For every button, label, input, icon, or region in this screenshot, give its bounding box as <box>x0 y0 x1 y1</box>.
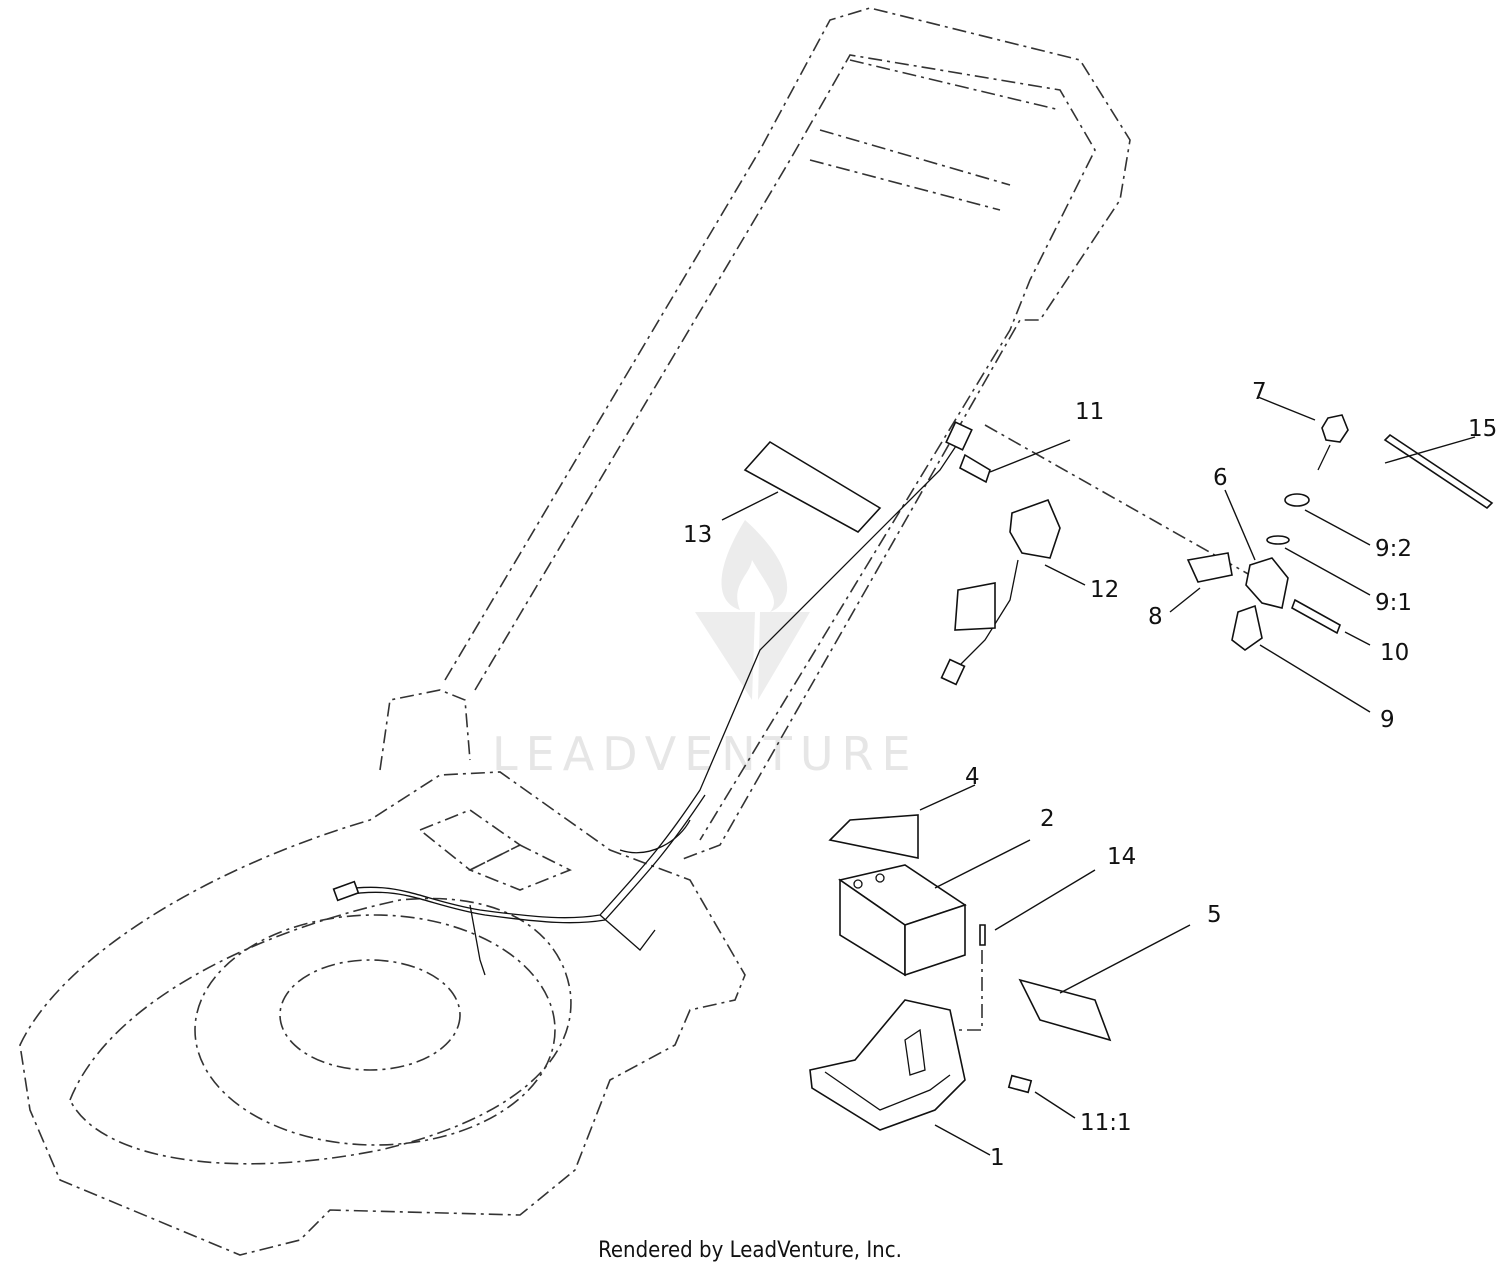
callout-label-4: 4 <box>965 764 980 790</box>
part-9-switch <box>1231 604 1263 651</box>
callout-label-1: 1 <box>990 1145 1005 1171</box>
watermark-flame-icon <box>721 520 788 612</box>
part-2-battery <box>838 864 967 977</box>
callout-label-11: 11 <box>1075 399 1104 425</box>
callout-label-7: 7 <box>1252 379 1267 405</box>
watermark-brand-text: LEADVENTURE <box>492 727 919 781</box>
callout-label-9: 9 <box>1380 707 1395 733</box>
part-9-2-nut <box>1284 493 1310 507</box>
part-6-bracket <box>1245 557 1289 609</box>
harness-connector <box>332 880 360 902</box>
part-10-bolt <box>1291 598 1341 635</box>
footer-credit: Rendered by LeadVenture, Inc. <box>598 1238 902 1263</box>
mower-deck <box>19 689 746 1256</box>
part-7-key <box>1321 414 1349 443</box>
watermark: LEADVENTURE <box>492 520 919 781</box>
leader-lines <box>721 396 1476 1156</box>
harness-plug <box>945 421 973 451</box>
callout-label-9-2: 9:2 <box>1375 536 1412 562</box>
callout-label-13: 13 <box>683 522 712 548</box>
part-9-1-washer <box>1266 535 1290 545</box>
callout-label-14: 14 <box>1107 844 1136 870</box>
callout-label-2: 2 <box>1040 806 1055 832</box>
key-decal <box>954 582 996 631</box>
ignition-switch-assembly <box>984 414 1494 651</box>
part-14-screw <box>950 924 986 1031</box>
callout-label-11-1: 11:1 <box>1080 1110 1132 1136</box>
part-1-battery-tray <box>809 999 966 1131</box>
callout-label-9-1: 9:1 <box>1375 590 1412 616</box>
callout-labels: 1 2 4 5 6 7 8 9 9:1 9:2 10 11 11:1 12 13… <box>683 379 1497 1171</box>
part-11-1-fuse <box>1007 1074 1033 1094</box>
watermark-v-icon <box>695 612 810 700</box>
callout-label-12: 12 <box>1090 577 1119 603</box>
callout-label-10: 10 <box>1380 640 1409 666</box>
part-4-decal <box>828 814 919 859</box>
callout-label-15: 15 <box>1468 416 1497 442</box>
callout-label-5: 5 <box>1207 902 1222 928</box>
part-12-key-holder <box>940 498 1061 686</box>
part-5-decal <box>1018 978 1112 1042</box>
mower-handle <box>444 7 1131 861</box>
wire-harness <box>332 421 973 976</box>
part-8-decal <box>1186 552 1233 583</box>
part-13-decal <box>743 440 882 534</box>
callout-label-8: 8 <box>1148 604 1163 630</box>
part-11-connector <box>959 453 991 484</box>
part-15-cable-tie <box>1383 433 1494 510</box>
callout-label-6: 6 <box>1213 465 1228 491</box>
